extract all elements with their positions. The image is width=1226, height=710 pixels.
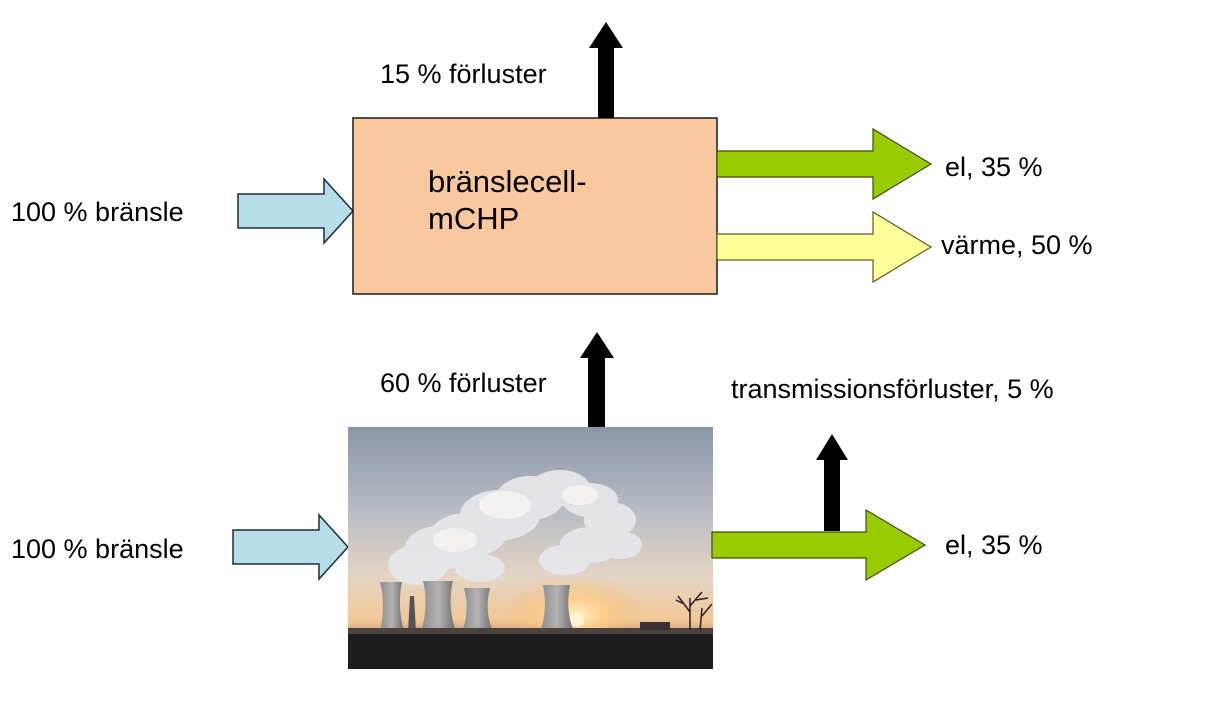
- bottom-electricity-label: el, 35 %: [945, 530, 1043, 560]
- bottom-electricity-arrow: [711, 508, 927, 582]
- heat-arrow: [716, 210, 933, 284]
- fuel-cell-box: [352, 117, 718, 295]
- box-title-line1: bränslecell-: [428, 164, 587, 199]
- heat-label: värme, 50 %: [941, 230, 1093, 260]
- box-title-line2: mCHP: [428, 201, 520, 237]
- top-electricity-label: el, 35 %: [945, 152, 1043, 182]
- top-fuel-input-arrow: [237, 177, 355, 245]
- power-plant-photo: [348, 427, 713, 669]
- transmission-loss-arrow: [816, 434, 848, 531]
- transmission-loss-label: transmissionsförluster, 5 %: [731, 374, 1054, 404]
- bottom-loss-label: 60 % förluster: [380, 368, 547, 398]
- bottom-fuel-input-label: 100 % bränsle: [11, 534, 184, 564]
- top-electricity-arrow: [716, 127, 933, 201]
- bottom-loss-arrow: [580, 332, 614, 428]
- top-loss-label: 15 % förluster: [380, 59, 547, 89]
- bottom-fuel-input-arrow: [232, 513, 350, 581]
- fuel-cell-box-title: bränslecell- mCHP: [428, 163, 587, 237]
- top-loss-arrow: [589, 22, 623, 118]
- top-fuel-input-label: 100 % bränsle: [11, 197, 184, 227]
